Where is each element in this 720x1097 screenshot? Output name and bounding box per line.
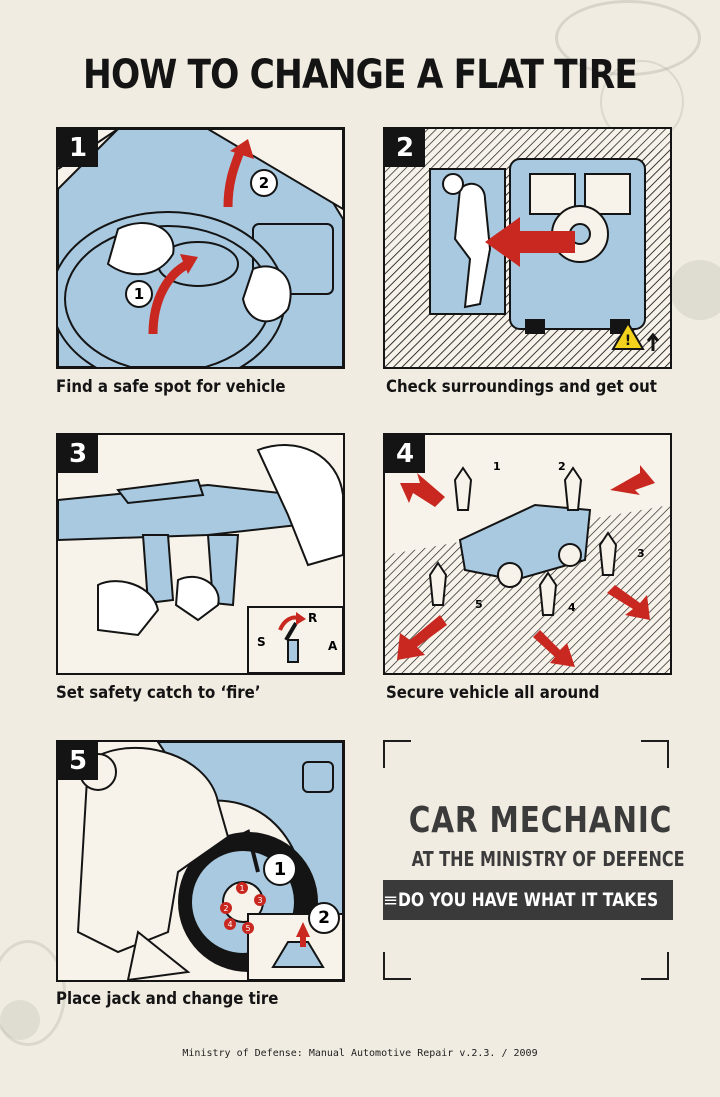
position-label-5: 5 xyxy=(475,598,483,611)
step-number: 4 xyxy=(385,435,425,473)
step-2-panel: 2 ! xyxy=(383,127,672,369)
step-number: 3 xyxy=(58,435,98,473)
selector-label-r: R xyxy=(308,611,318,625)
nut-1: 1 xyxy=(236,882,248,894)
perimeter-security-illustration xyxy=(385,435,670,673)
nut-4: 4 xyxy=(224,918,236,930)
coffee-stain xyxy=(670,260,720,320)
step-4-caption: Secure vehicle all around xyxy=(386,683,600,703)
rifle-illustration xyxy=(58,435,343,673)
step-5-caption: Place jack and change tire xyxy=(56,989,279,1009)
footer-credit: Ministry of Defense: Manual Automotive R… xyxy=(182,1048,538,1059)
coffee-stain xyxy=(0,1000,40,1040)
step-4-panel: 4 1 2 3 4 5 xyxy=(383,433,672,675)
frame-corner xyxy=(641,952,669,980)
promo-subheadline: AT THE MINISTRY OF DEFENCE xyxy=(411,847,685,871)
promo-frame xyxy=(383,740,669,980)
step-5-panel: 5 1 2 3 4 5 1 2 xyxy=(56,740,345,982)
position-label-1: 1 xyxy=(493,460,501,473)
step-marker-1: 1 xyxy=(263,852,297,886)
page-title: HOW TO CHANGE A FLAT TIRE xyxy=(83,52,638,98)
steering-wheel-illustration xyxy=(58,129,343,367)
svg-text:!: ! xyxy=(625,333,631,349)
nut-2: 2 xyxy=(220,902,232,914)
step-marker-2: 2 xyxy=(308,902,340,934)
nut-5: 5 xyxy=(242,922,254,934)
frame-corner xyxy=(383,952,411,980)
step-3-caption: Set safety catch to ‘fire’ xyxy=(56,683,261,703)
promo-band-text: DO YOU HAVE WHAT IT TAKES xyxy=(398,889,659,911)
exit-vehicle-illustration: ! xyxy=(385,129,670,367)
step-number: 5 xyxy=(58,742,98,780)
selector-label-s: S xyxy=(257,635,266,649)
promo-band: ≡ DO YOU HAVE WHAT IT TAKES xyxy=(383,880,673,920)
position-label-2: 2 xyxy=(558,460,566,473)
step-marker-2: 2 xyxy=(250,169,278,197)
step-number: 2 xyxy=(385,129,425,167)
chevron-icon: ≡ xyxy=(383,889,399,911)
position-label-3: 3 xyxy=(637,547,645,560)
step-number: 1 xyxy=(58,129,98,167)
step-1-panel: 1 1 2 xyxy=(56,127,345,369)
position-label-4: 4 xyxy=(568,601,576,614)
selector-label-a: A xyxy=(328,639,338,653)
step-marker-1: 1 xyxy=(125,280,153,308)
step-2-caption: Check surroundings and get out xyxy=(386,377,657,397)
jack-and-tire-illustration xyxy=(58,742,343,980)
step-1-caption: Find a safe spot for vehicle xyxy=(56,377,286,397)
step-3-panel: 3 S R A xyxy=(56,433,345,675)
promo-headline: CAR MECHANIC xyxy=(408,800,673,841)
nut-3: 3 xyxy=(254,894,266,906)
frame-corner xyxy=(383,740,411,768)
frame-corner xyxy=(641,740,669,768)
